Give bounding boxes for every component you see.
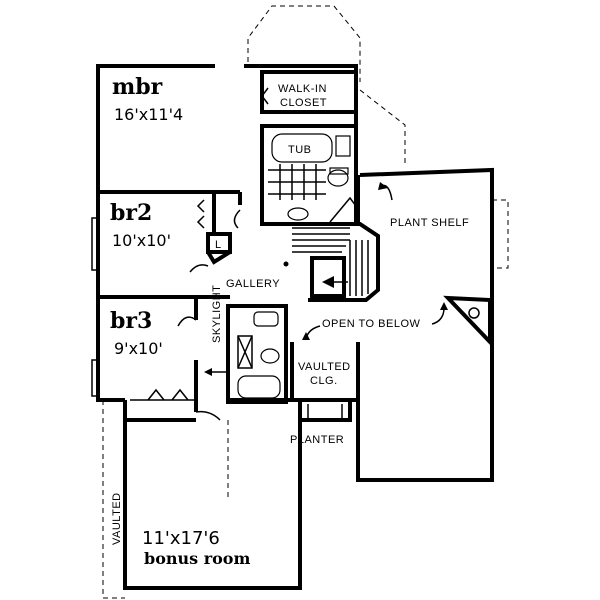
bonus-room-size: 11'x17'6 bbox=[142, 528, 220, 549]
br2-title: br2 bbox=[110, 200, 152, 226]
shower-fixture bbox=[335, 135, 351, 157]
linen-closet bbox=[206, 232, 232, 254]
plant-shelf-label: PLANT SHELF bbox=[390, 217, 469, 229]
bath-tile-grid bbox=[268, 164, 326, 200]
br3-door-swing bbox=[177, 316, 197, 327]
linen-label: L bbox=[215, 239, 222, 251]
diagonal-column bbox=[443, 295, 492, 347]
bay-window-outline bbox=[247, 5, 361, 82]
open-below-arrow-right bbox=[431, 307, 445, 325]
bonus-room-walls bbox=[123, 400, 302, 590]
walk-in-label: WALK-IN bbox=[278, 83, 327, 95]
skylight-x bbox=[237, 335, 253, 369]
skylight-label: SKYLIGHT bbox=[211, 285, 223, 343]
br2-closet-door-1 bbox=[196, 199, 205, 213]
br3-walls bbox=[96, 297, 125, 402]
br3-size: 9'x10' bbox=[114, 339, 163, 358]
hall-bath-walls bbox=[226, 304, 288, 404]
bonus-door-swing bbox=[195, 410, 221, 421]
closet-door-mark bbox=[261, 87, 269, 105]
tub-label: TUB bbox=[288, 144, 312, 156]
hall-arrowhead bbox=[204, 368, 212, 376]
master-bath-walls bbox=[260, 124, 358, 226]
mbr-title: mbr bbox=[112, 74, 163, 100]
bath-door-swing bbox=[329, 196, 357, 223]
planter-label: PLANTER bbox=[290, 434, 344, 446]
open-below-arrowhead-right bbox=[440, 302, 448, 310]
mbr-size: 16'x11'4 bbox=[114, 105, 183, 124]
hall-bath-sink bbox=[253, 311, 279, 327]
br3-title: br3 bbox=[110, 308, 152, 334]
br2-door-swing bbox=[189, 264, 209, 273]
vaulted-clg-label-1: VAULTED bbox=[298, 361, 351, 373]
br3-closet-door-2 bbox=[171, 388, 189, 401]
gallery-label: GALLERY bbox=[226, 278, 280, 290]
vaulted-label: VAULTED bbox=[111, 492, 123, 545]
toilet bbox=[327, 169, 349, 187]
closet-label: CLOSET bbox=[280, 97, 327, 109]
br2-size: 10'x10' bbox=[112, 231, 171, 250]
hall-toilet bbox=[260, 348, 280, 364]
right-bump-outline bbox=[492, 199, 509, 269]
bay-window-roof-right bbox=[359, 89, 406, 165]
hall-tub bbox=[237, 375, 281, 399]
walk-in-closet-walls bbox=[260, 70, 358, 114]
right-wing-walls bbox=[356, 167, 494, 482]
mbr-walls bbox=[96, 64, 215, 192]
toilet-tank bbox=[329, 167, 349, 175]
plant-shelf-arrowhead bbox=[378, 182, 388, 190]
mbr-door-swing bbox=[233, 209, 241, 229]
linen-closet-angle bbox=[206, 250, 232, 265]
column-circle bbox=[468, 307, 480, 319]
open-below-arrowhead-left bbox=[302, 332, 310, 340]
staircase bbox=[283, 222, 380, 302]
sink bbox=[287, 207, 309, 221]
br3-closet-door-1 bbox=[147, 388, 165, 401]
bonus-room-title: bonus room bbox=[144, 549, 250, 568]
br2-window bbox=[91, 217, 99, 271]
vaulted-clg-label-2: CLG. bbox=[310, 375, 338, 387]
open-to-below-label: OPEN TO BELOW bbox=[322, 318, 421, 330]
skylight-box bbox=[237, 335, 253, 369]
bathtub bbox=[271, 133, 333, 163]
br3-window bbox=[91, 359, 99, 397]
br2-closet-door-2 bbox=[196, 215, 205, 229]
